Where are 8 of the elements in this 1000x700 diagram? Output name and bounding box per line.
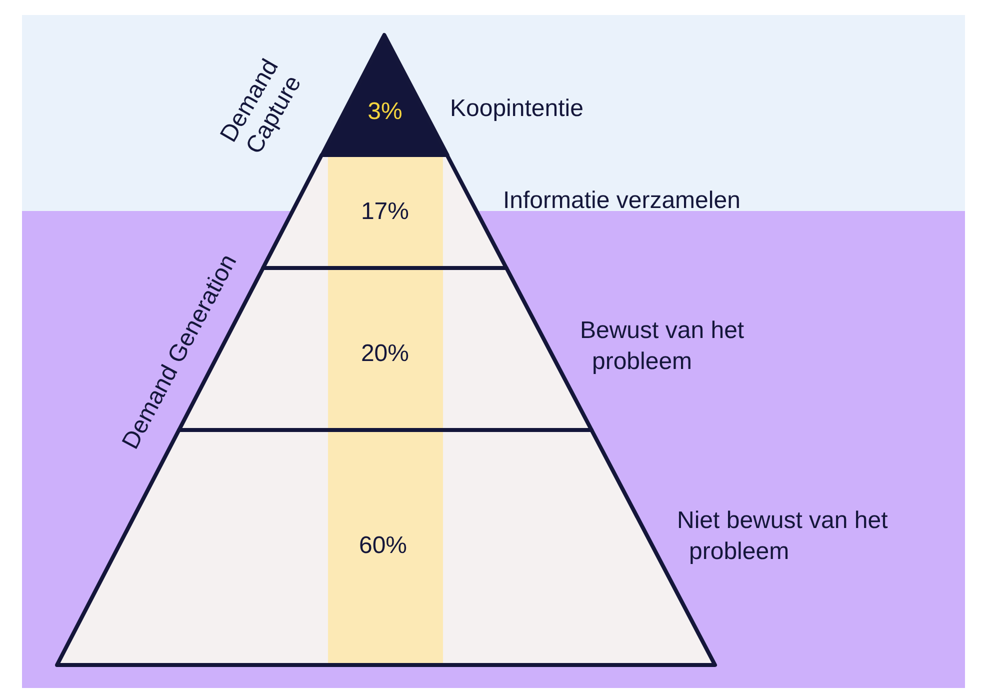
percentage-value: 3% bbox=[368, 98, 402, 126]
stage-label: Niet bewust van het probleem bbox=[677, 506, 889, 567]
percentage-value: 20% bbox=[360, 340, 409, 368]
percentage-value: 17% bbox=[360, 198, 409, 226]
percentage-value: 60% bbox=[358, 532, 408, 560]
stage-label: Bewust van het probleem bbox=[580, 316, 746, 377]
stage-label: Koopintentie bbox=[450, 94, 584, 124]
stage-label: Informatie verzamelen bbox=[502, 186, 742, 216]
